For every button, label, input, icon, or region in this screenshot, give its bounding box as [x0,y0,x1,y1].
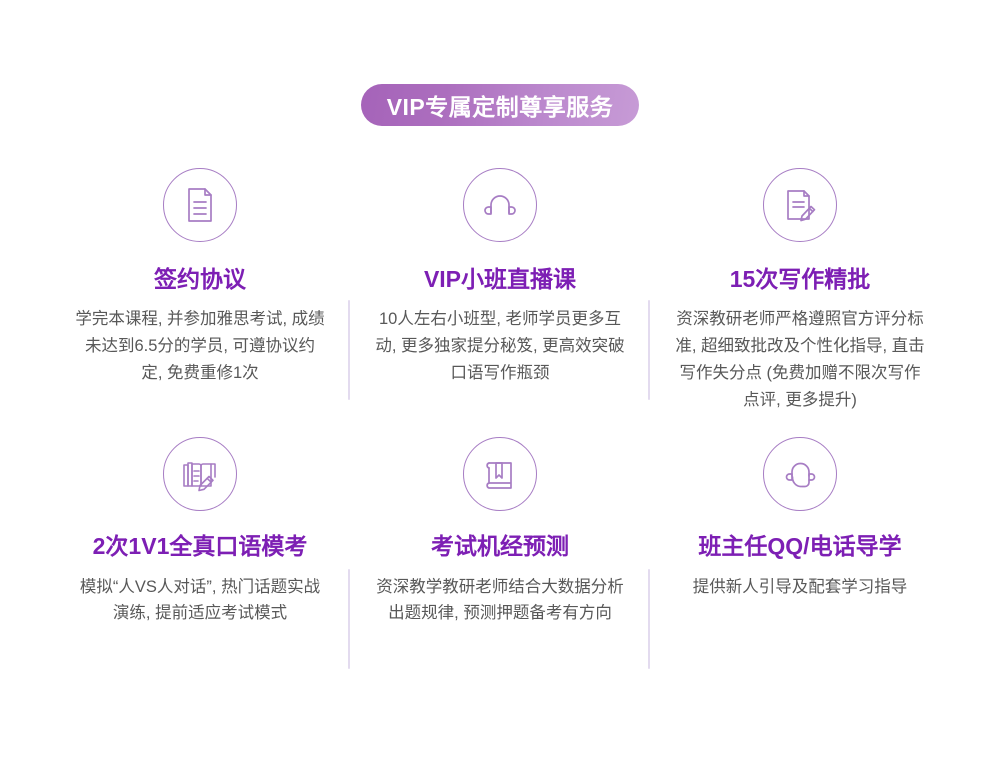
headset-support-icon [763,437,837,512]
book-magnifier-icon [163,437,237,512]
headphones-icon [463,168,537,242]
feature-card-writing-review: 15次写作精批 资深教研老师严格遵照官方评分标准, 超细致批改及个性化指导, 直… [650,168,950,413]
card-body: 模拟“人VS人对话”, 热门话题实战演练, 提前适应考试模式 [79,577,321,623]
card-title: 考试机经预测 [431,533,569,560]
card-body: 10人左右小班型, 老师学员更多互动, 更多独家提分秘笈, 更高效突破口语写作瓶… [375,310,625,382]
feature-card-vip-live-class: VIP小班直播课 10人左右小班型, 老师学员更多互动, 更多独家提分秘笈, 更… [350,168,650,413]
book-bookmark-icon [463,437,537,512]
document-pencil-icon [763,168,837,242]
card-title: 2次1V1全真口语模考 [92,533,308,560]
card-title: 签约协议 [154,266,246,292]
card-body: 资深教研老师严格遵照官方评分标准, 超细致批改及个性化指导, 直击写作失分点 (… [675,310,925,409]
feature-grid: 签约协议 学完本课程, 并参加雅思考试, 成绩未达到6.5分的学员, 可遵协议约… [50,168,950,670]
header-area: VIP专属定制尊享服务 [0,84,1000,126]
card-title: 15次写作精批 [729,266,871,292]
feature-card-speaking-mock: 2次1V1全真口语模考 模拟“人VS人对话”, 热门话题实战演练, 提前适应考试… [50,437,350,670]
feature-card-class-advisor: 班主任QQ/电话导学 提供新人引导及配套学习指导 [650,437,950,627]
card-body: 资深教学教研老师结合大数据分析出题规律, 预测押题备考有方向 [376,577,624,623]
card-title: 班主任QQ/电话导学 [698,533,902,560]
feature-card-exam-prediction: 考试机经预测 资深教学教研老师结合大数据分析出题规律, 预测押题备考有方向 [350,437,650,670]
document-icon [163,168,237,242]
card-title: VIP小班直播课 [423,266,577,292]
vip-service-badge: VIP专属定制尊享服务 [360,84,640,126]
feature-card-signed-agreement: 签约协议 学完本课程, 并参加雅思考试, 成绩未达到6.5分的学员, 可遵协议约… [50,168,350,413]
card-body: 提供新人引导及配套学习指导 [692,577,908,596]
card-body: 学完本课程, 并参加雅思考试, 成绩未达到6.5分的学员, 可遵协议约定, 免费… [75,310,325,382]
